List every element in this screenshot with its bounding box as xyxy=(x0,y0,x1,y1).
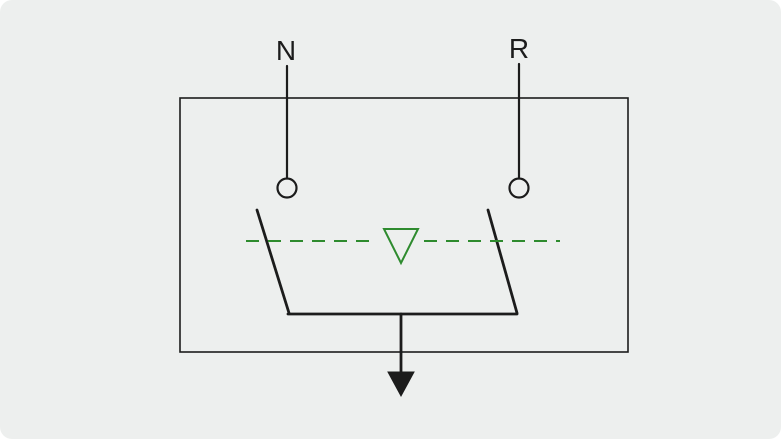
coupling-triangle-icon xyxy=(382,228,420,266)
terminal-label-r: R xyxy=(509,33,529,64)
terminal-label-n: N xyxy=(276,35,296,66)
component-outline-box xyxy=(179,97,629,353)
switch-blade-right xyxy=(486,208,519,315)
arrow-down-icon xyxy=(387,371,415,398)
switch-blade-left xyxy=(255,208,291,315)
contact-circle-r xyxy=(508,177,530,199)
contact-circle-n xyxy=(276,177,298,199)
